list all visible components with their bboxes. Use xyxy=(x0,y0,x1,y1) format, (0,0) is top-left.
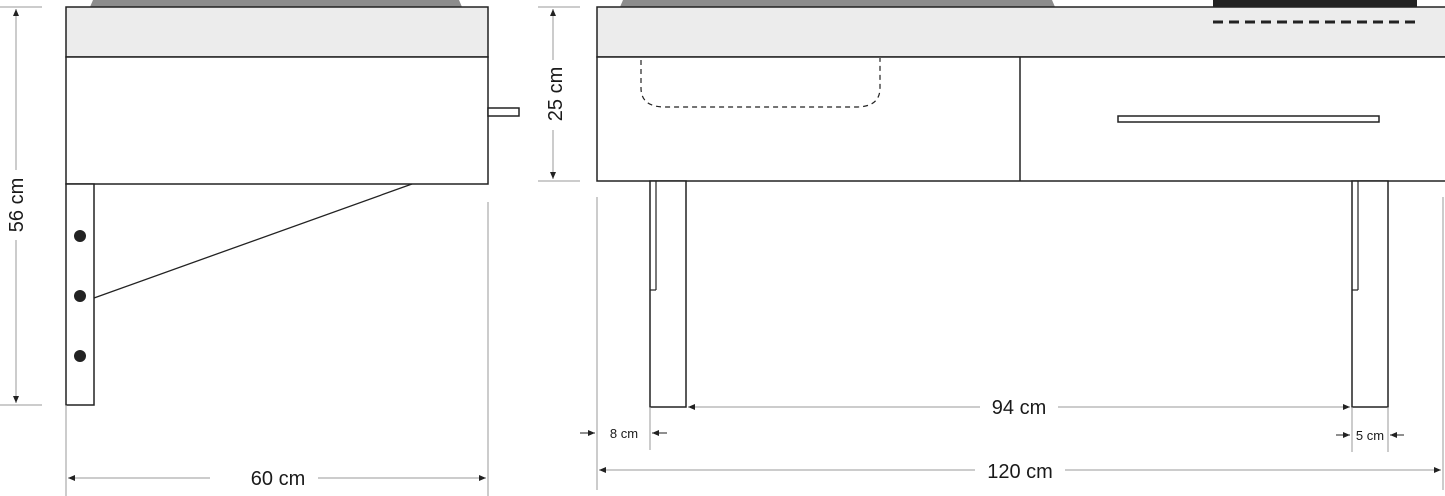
side-tray xyxy=(90,0,462,7)
screw-hole xyxy=(74,230,86,242)
box-height-dimension-label: 25 cm xyxy=(545,67,567,121)
side-knob xyxy=(487,107,520,117)
screw-hole xyxy=(74,290,86,302)
sink-dashed-outline xyxy=(640,58,881,108)
drawer-handle xyxy=(1117,115,1380,123)
screw-hole xyxy=(74,350,86,362)
leg-width-dimension-label: 5 cm xyxy=(1356,428,1384,443)
inner-span-dimension-label: 94 cm xyxy=(992,397,1046,419)
side-view: 56 cm 60 cm xyxy=(0,0,520,496)
height-dimension-label: 56 cm xyxy=(6,178,28,232)
front-tray xyxy=(620,0,1055,7)
total-width-dimension-label: 120 cm xyxy=(987,461,1053,483)
front-view: 25 cm 94 cm 8 cm 5 cm 120 cm xyxy=(538,0,1445,490)
leg-inset-dimension-label: 8 cm xyxy=(610,426,638,441)
side-body xyxy=(65,56,489,185)
front-top-slab xyxy=(596,6,1445,58)
side-top-slab xyxy=(65,6,489,58)
hob-top xyxy=(1213,0,1417,7)
side-diagonal-brace xyxy=(93,183,413,299)
depth-dimension-label: 60 cm xyxy=(251,468,305,490)
